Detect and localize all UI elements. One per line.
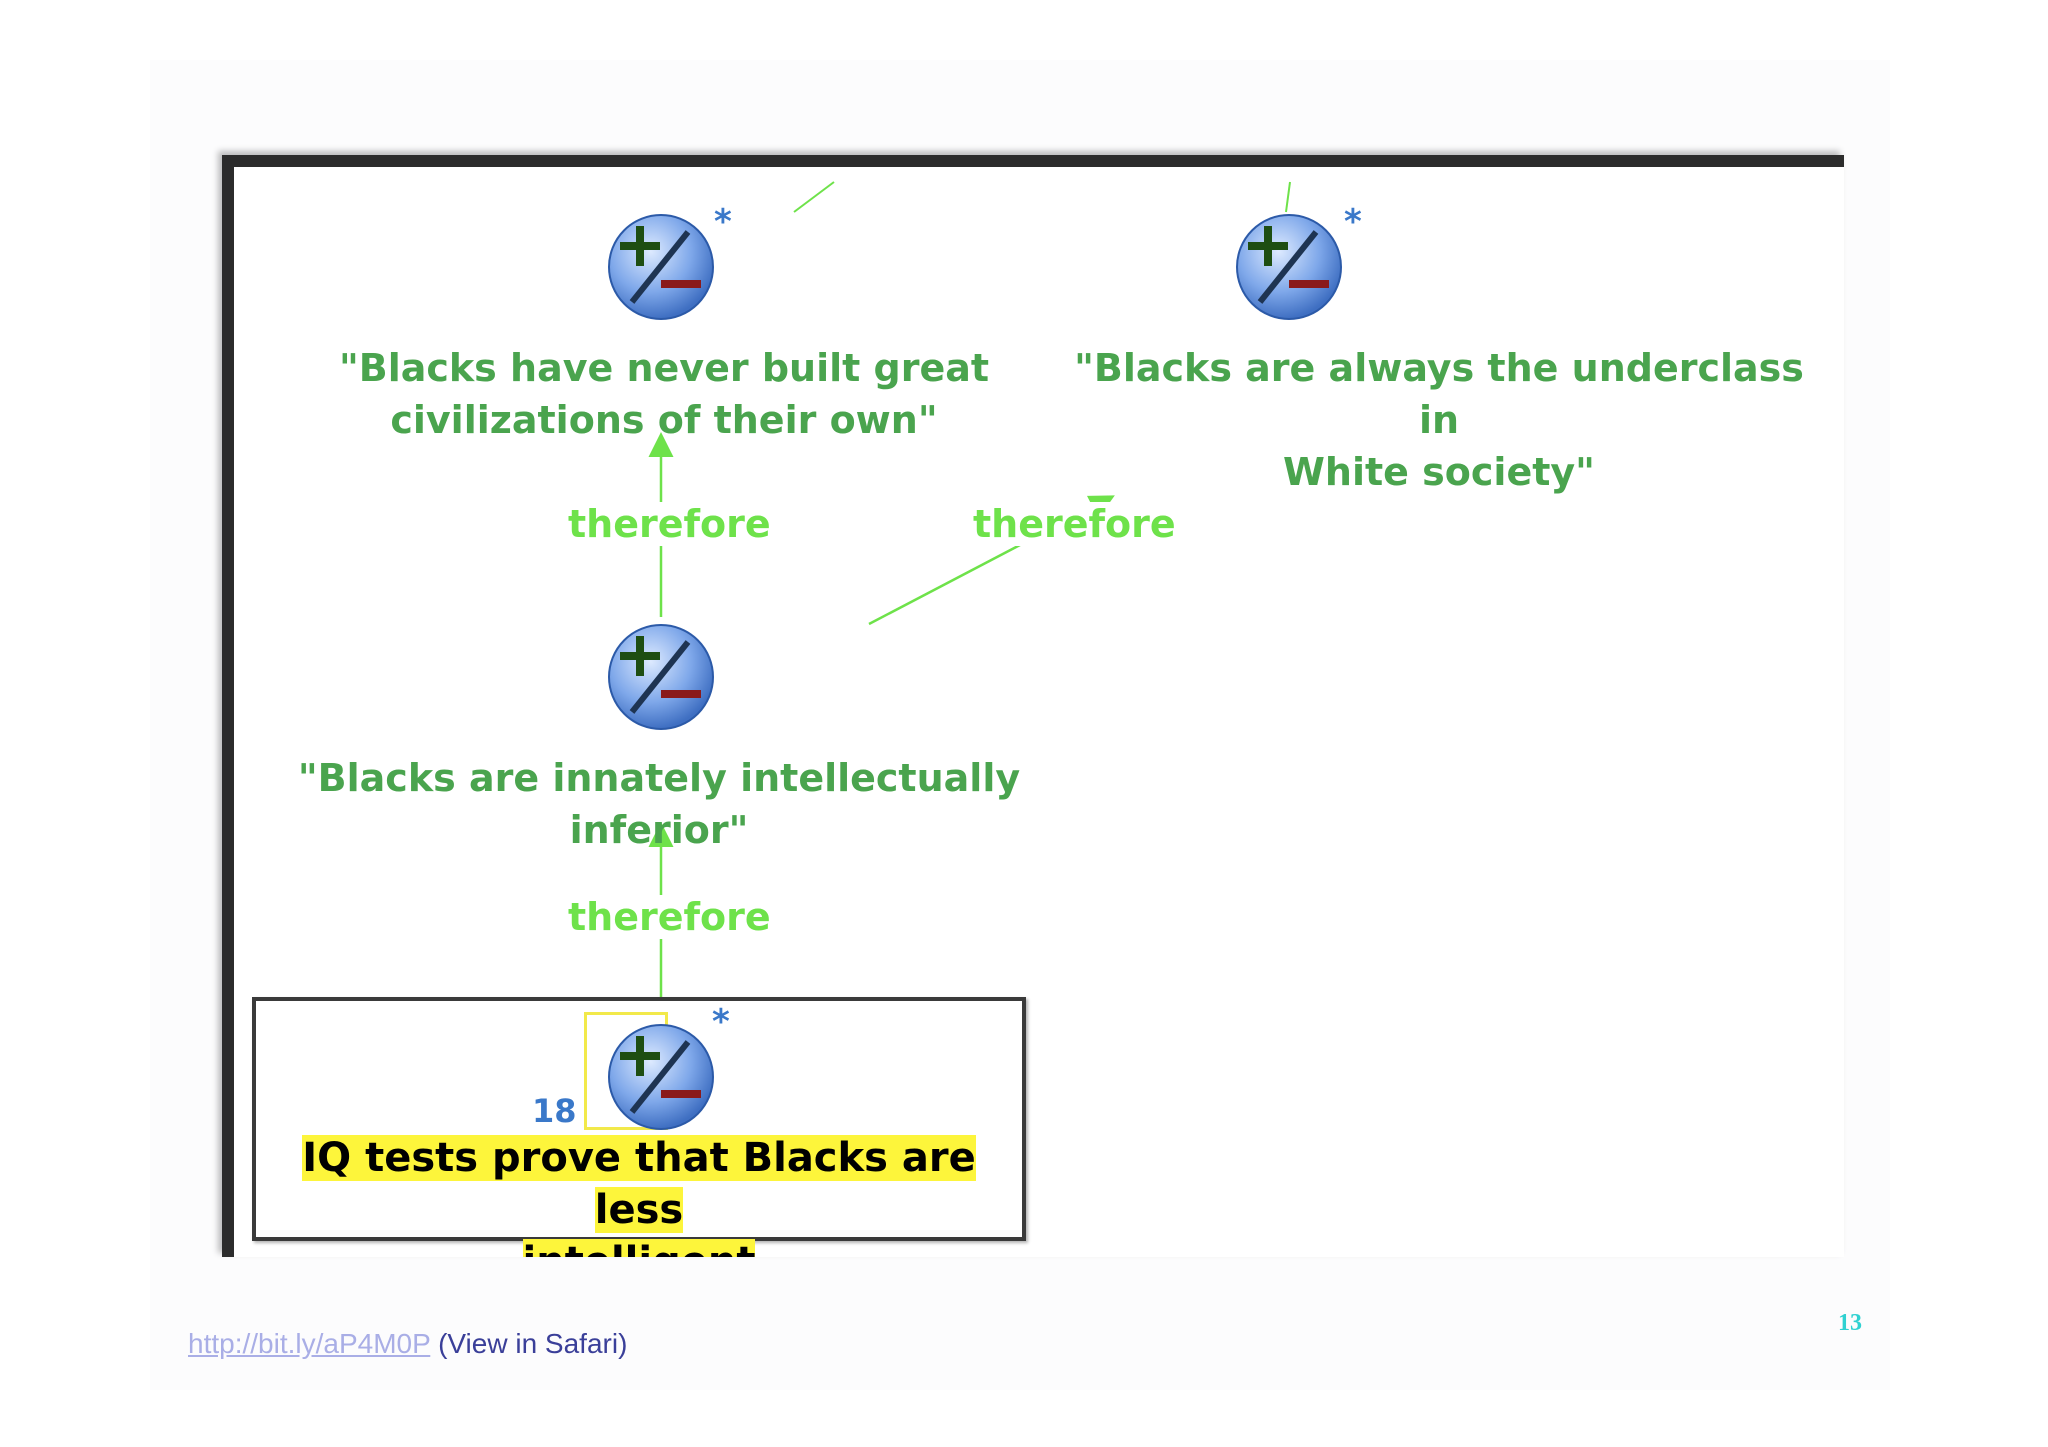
link-label-therefore[interactable]: therefore: [564, 502, 775, 546]
claim-line: White society": [1283, 450, 1595, 494]
claim-line: inferior": [569, 808, 749, 852]
argument-map-canvas[interactable]: * "Blacks have never built great civiliz…: [222, 155, 1844, 1257]
starred-marker: *: [714, 202, 732, 242]
claim-line: IQ tests prove that Blacks are less: [302, 1135, 976, 1233]
link-label-therefore[interactable]: therefore: [969, 502, 1180, 546]
page-number: 13: [1838, 1310, 1862, 1336]
link-label-therefore[interactable]: therefore: [564, 895, 775, 939]
claim-line: intelligent: [522, 1239, 756, 1257]
plus-minus-claim-icon[interactable]: [606, 622, 716, 732]
claim-intellectually-inferior[interactable]: "Blacks are innately intellectually infe…: [234, 752, 1084, 856]
claim-line: "Blacks are always the underclass in: [1074, 346, 1804, 442]
short-url-link[interactable]: http://bit.ly/aP4M0P: [188, 1328, 431, 1359]
claim-line: "Blacks have never built great: [338, 346, 990, 390]
starred-marker: *: [1344, 202, 1362, 242]
claim-iq-tests[interactable]: IQ tests prove that Blacks are less inte…: [256, 1132, 1022, 1257]
claim-line: "Blacks are innately intellectually: [297, 756, 1021, 800]
plus-minus-claim-icon[interactable]: [606, 212, 716, 322]
node-count: 18: [532, 1092, 577, 1130]
starred-marker: *: [712, 1002, 730, 1042]
plus-minus-claim-icon[interactable]: [1234, 212, 1344, 322]
view-in-safari-text: (View in Safari): [438, 1328, 628, 1359]
footer-link-row: http://bit.ly/aP4M0P (View in Safari): [188, 1328, 627, 1360]
claim-underclass[interactable]: "Blacks are always the underclass in Whi…: [1049, 342, 1829, 498]
claim-never-built[interactable]: "Blacks have never built great civilizat…: [264, 342, 1064, 446]
plus-minus-claim-icon[interactable]: [606, 1022, 716, 1132]
connector-top-left: [793, 181, 835, 213]
claim-line: civilizations of their own": [390, 398, 938, 442]
connector-top-right: [1285, 181, 1291, 213]
